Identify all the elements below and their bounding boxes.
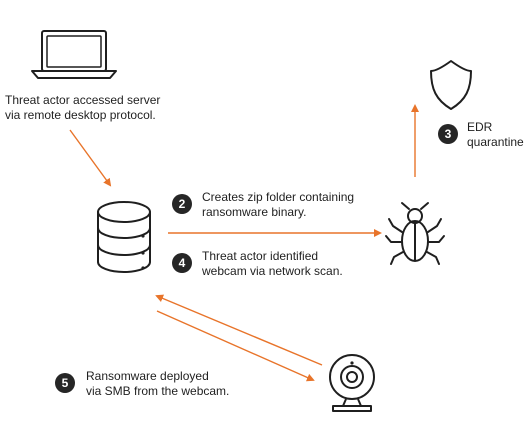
step4-label: Threat actor identified webcam via netwo…	[202, 249, 343, 279]
server-database-icon	[97, 201, 151, 273]
step5-badge: 5	[55, 373, 75, 393]
step4-line1: Threat actor identified	[202, 249, 319, 263]
shield-icon	[430, 60, 472, 110]
step5-label: Ransomware deployed via SMB from the web…	[86, 369, 229, 399]
step3-line1: EDR	[467, 120, 493, 134]
step2-label: Creates zip folder containing ransomware…	[202, 190, 354, 220]
step2-line1: Creates zip folder containing	[202, 190, 355, 204]
bug-icon	[385, 202, 445, 265]
laptop-icon	[31, 30, 117, 79]
step1-line1: Threat actor accessed server	[5, 93, 161, 107]
step5-line2: via SMB from the webcam.	[86, 384, 230, 398]
step4-line2: webcam via network scan.	[202, 264, 343, 278]
step4-badge: 4	[172, 253, 192, 273]
arrow-laptop-to-server	[69, 129, 112, 187]
step1-line2: via remote desktop protocol.	[5, 108, 156, 122]
step3-label: EDR quarantine	[467, 120, 524, 150]
arrow-webcam-to-server	[155, 294, 323, 366]
step3-line2: quarantine	[467, 135, 524, 149]
step2-badge: 2	[172, 194, 192, 214]
step5-line1: Ransomware deployed	[86, 369, 209, 383]
step2-line2: ransomware binary.	[202, 205, 307, 219]
arrow-server-to-webcam	[156, 310, 315, 382]
step3-badge: 3	[438, 124, 458, 144]
webcam-icon	[329, 354, 375, 412]
step1-label: Threat actor accessed server via remote …	[5, 93, 160, 123]
